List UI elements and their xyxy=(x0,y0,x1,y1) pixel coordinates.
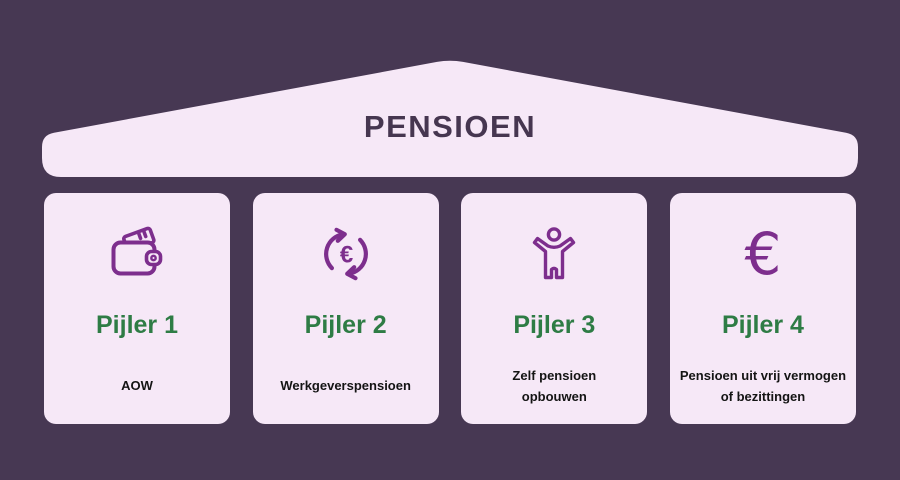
pillar-2-title: Pijler 2 xyxy=(304,311,387,339)
pillar-card-3: Pijler 3 Zelf pensioen opbouwen xyxy=(461,193,648,424)
euro-sign-icon: € xyxy=(745,225,782,283)
pillar-card-4: € Pijler 4 Pensioen uit vrij vermogen of… xyxy=(669,193,856,424)
pillar-1-subtitle: AOW xyxy=(121,378,153,393)
pillar-2-subtitle: Werkgeverspensioen xyxy=(280,378,411,393)
pillar-card-2: € Pijler 2 Werkgeverspensioen xyxy=(252,193,439,424)
pillar-4-subtitle: Pensioen uit vrij vermogen of bezittinge… xyxy=(679,367,847,404)
person-arms-up-icon xyxy=(526,225,582,283)
roof-shape xyxy=(42,60,858,178)
euro-cycle-icon: € xyxy=(318,225,374,283)
pillar-1-title: Pijler 1 xyxy=(96,311,178,339)
pillar-3-title: Pijler 3 xyxy=(513,311,596,339)
pillars-row: Pijler 1 AOW € Pijler 2 Werkgeverspensio… xyxy=(44,193,856,424)
roof-title: PENSIOEN xyxy=(363,109,537,144)
euro-symbol-small: € xyxy=(339,242,352,269)
pillar-card-1: Pijler 1 AOW xyxy=(44,193,230,424)
pillar-4-title: Pijler 4 xyxy=(721,311,804,339)
euro-symbol-large: € xyxy=(744,220,782,288)
wallet-icon xyxy=(109,225,165,283)
pillar-3-subtitle: Zelf pensioen opbouwen xyxy=(512,367,597,404)
